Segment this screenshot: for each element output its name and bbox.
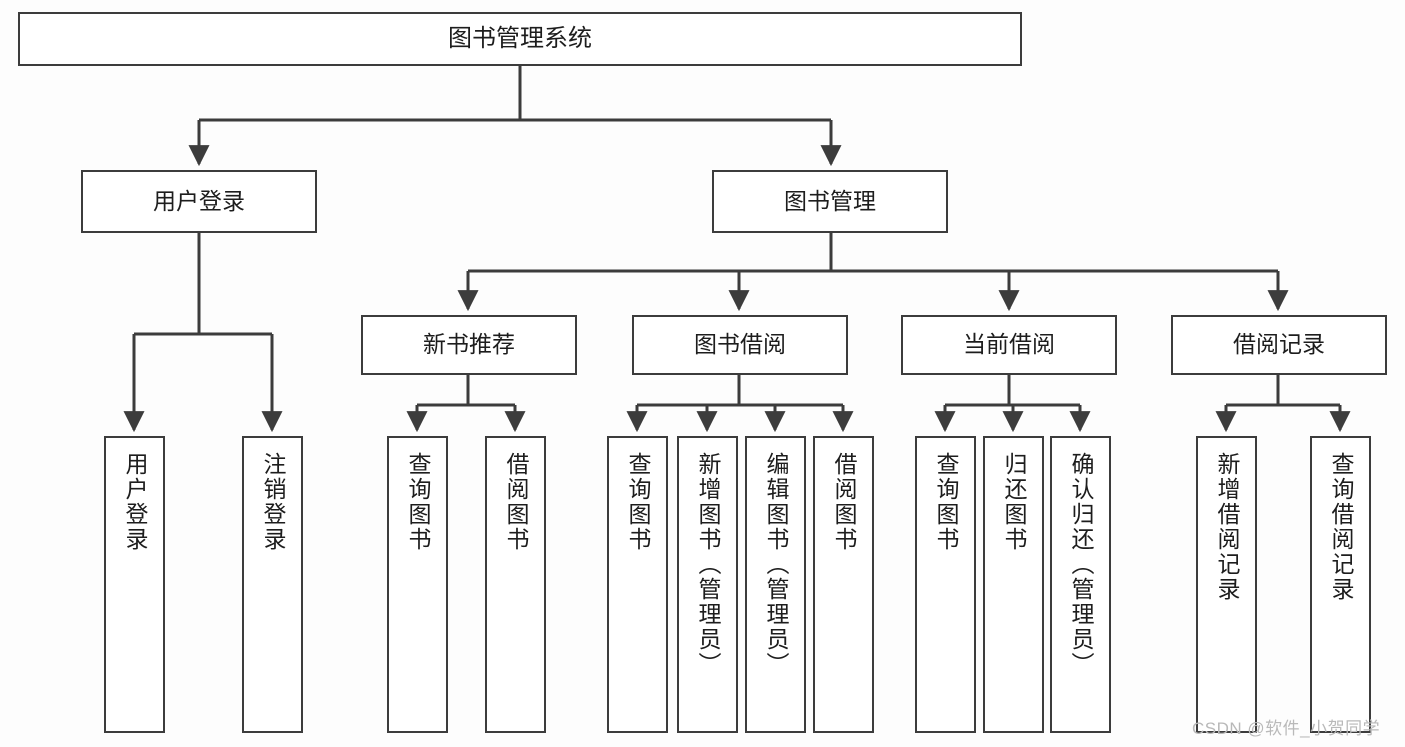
node-label: 查询图书 bbox=[405, 452, 431, 552]
leaf-book-borrow-query-book[interactable]: 查询图书 bbox=[607, 436, 668, 733]
node-label: 当前借阅 bbox=[963, 331, 1055, 358]
leaf-current-borrow-query-book[interactable]: 查询图书 bbox=[915, 436, 976, 733]
node-label: 编辑图书（管理员） bbox=[763, 452, 789, 677]
leaf-user-login-login[interactable]: 用户登录 bbox=[104, 436, 165, 733]
leaf-borrow-record-query-record[interactable]: 查询借阅记录 bbox=[1310, 436, 1371, 733]
node-label: 查询图书 bbox=[933, 452, 959, 552]
node-label: 借阅图书 bbox=[503, 452, 529, 552]
leaf-current-borrow-confirm-return-admin[interactable]: 确认归还（管理员） bbox=[1050, 436, 1111, 733]
node-root-book-management-system[interactable]: 图书管理系统 bbox=[18, 12, 1022, 66]
node-label: 确认归还（管理员） bbox=[1068, 452, 1094, 677]
leaf-user-login-logout[interactable]: 注销登录 bbox=[242, 436, 303, 733]
node-label: 查询借阅记录 bbox=[1328, 452, 1354, 602]
leaf-new-book-borrow-book[interactable]: 借阅图书 bbox=[485, 436, 546, 733]
node-label: 用户登录 bbox=[122, 452, 148, 552]
leaf-book-borrow-edit-book-admin[interactable]: 编辑图书（管理员） bbox=[745, 436, 806, 733]
node-label: 图书管理 bbox=[784, 187, 876, 214]
node-borrow-record[interactable]: 借阅记录 bbox=[1171, 315, 1387, 375]
node-label: 图书借阅 bbox=[694, 331, 786, 358]
leaf-borrow-record-add-record[interactable]: 新增借阅记录 bbox=[1196, 436, 1257, 733]
leaf-current-borrow-return-book[interactable]: 归还图书 bbox=[983, 436, 1044, 733]
node-book-management[interactable]: 图书管理 bbox=[712, 170, 948, 233]
node-label: 图书管理系统 bbox=[448, 24, 592, 52]
leaf-book-borrow-borrow-book[interactable]: 借阅图书 bbox=[813, 436, 874, 733]
node-user-login[interactable]: 用户登录 bbox=[81, 170, 317, 233]
node-label: 用户登录 bbox=[153, 187, 245, 214]
node-label: 借阅记录 bbox=[1233, 331, 1325, 358]
node-label: 新书推荐 bbox=[423, 331, 515, 358]
node-label: 归还图书 bbox=[1001, 452, 1027, 552]
leaf-new-book-query-book[interactable]: 查询图书 bbox=[387, 436, 448, 733]
node-book-borrow[interactable]: 图书借阅 bbox=[632, 315, 848, 375]
node-label: 注销登录 bbox=[260, 452, 286, 552]
node-new-book-recommend[interactable]: 新书推荐 bbox=[361, 315, 577, 375]
node-current-borrow[interactable]: 当前借阅 bbox=[901, 315, 1117, 375]
node-label: 新增图书（管理员） bbox=[695, 452, 721, 677]
csdn-watermark: CSDN @软件_小贺同学 bbox=[1192, 719, 1381, 738]
node-label: 借阅图书 bbox=[831, 452, 857, 552]
node-label: 新增借阅记录 bbox=[1214, 452, 1240, 602]
node-label: 查询图书 bbox=[625, 452, 651, 552]
leaf-book-borrow-add-book-admin[interactable]: 新增图书（管理员） bbox=[677, 436, 738, 733]
